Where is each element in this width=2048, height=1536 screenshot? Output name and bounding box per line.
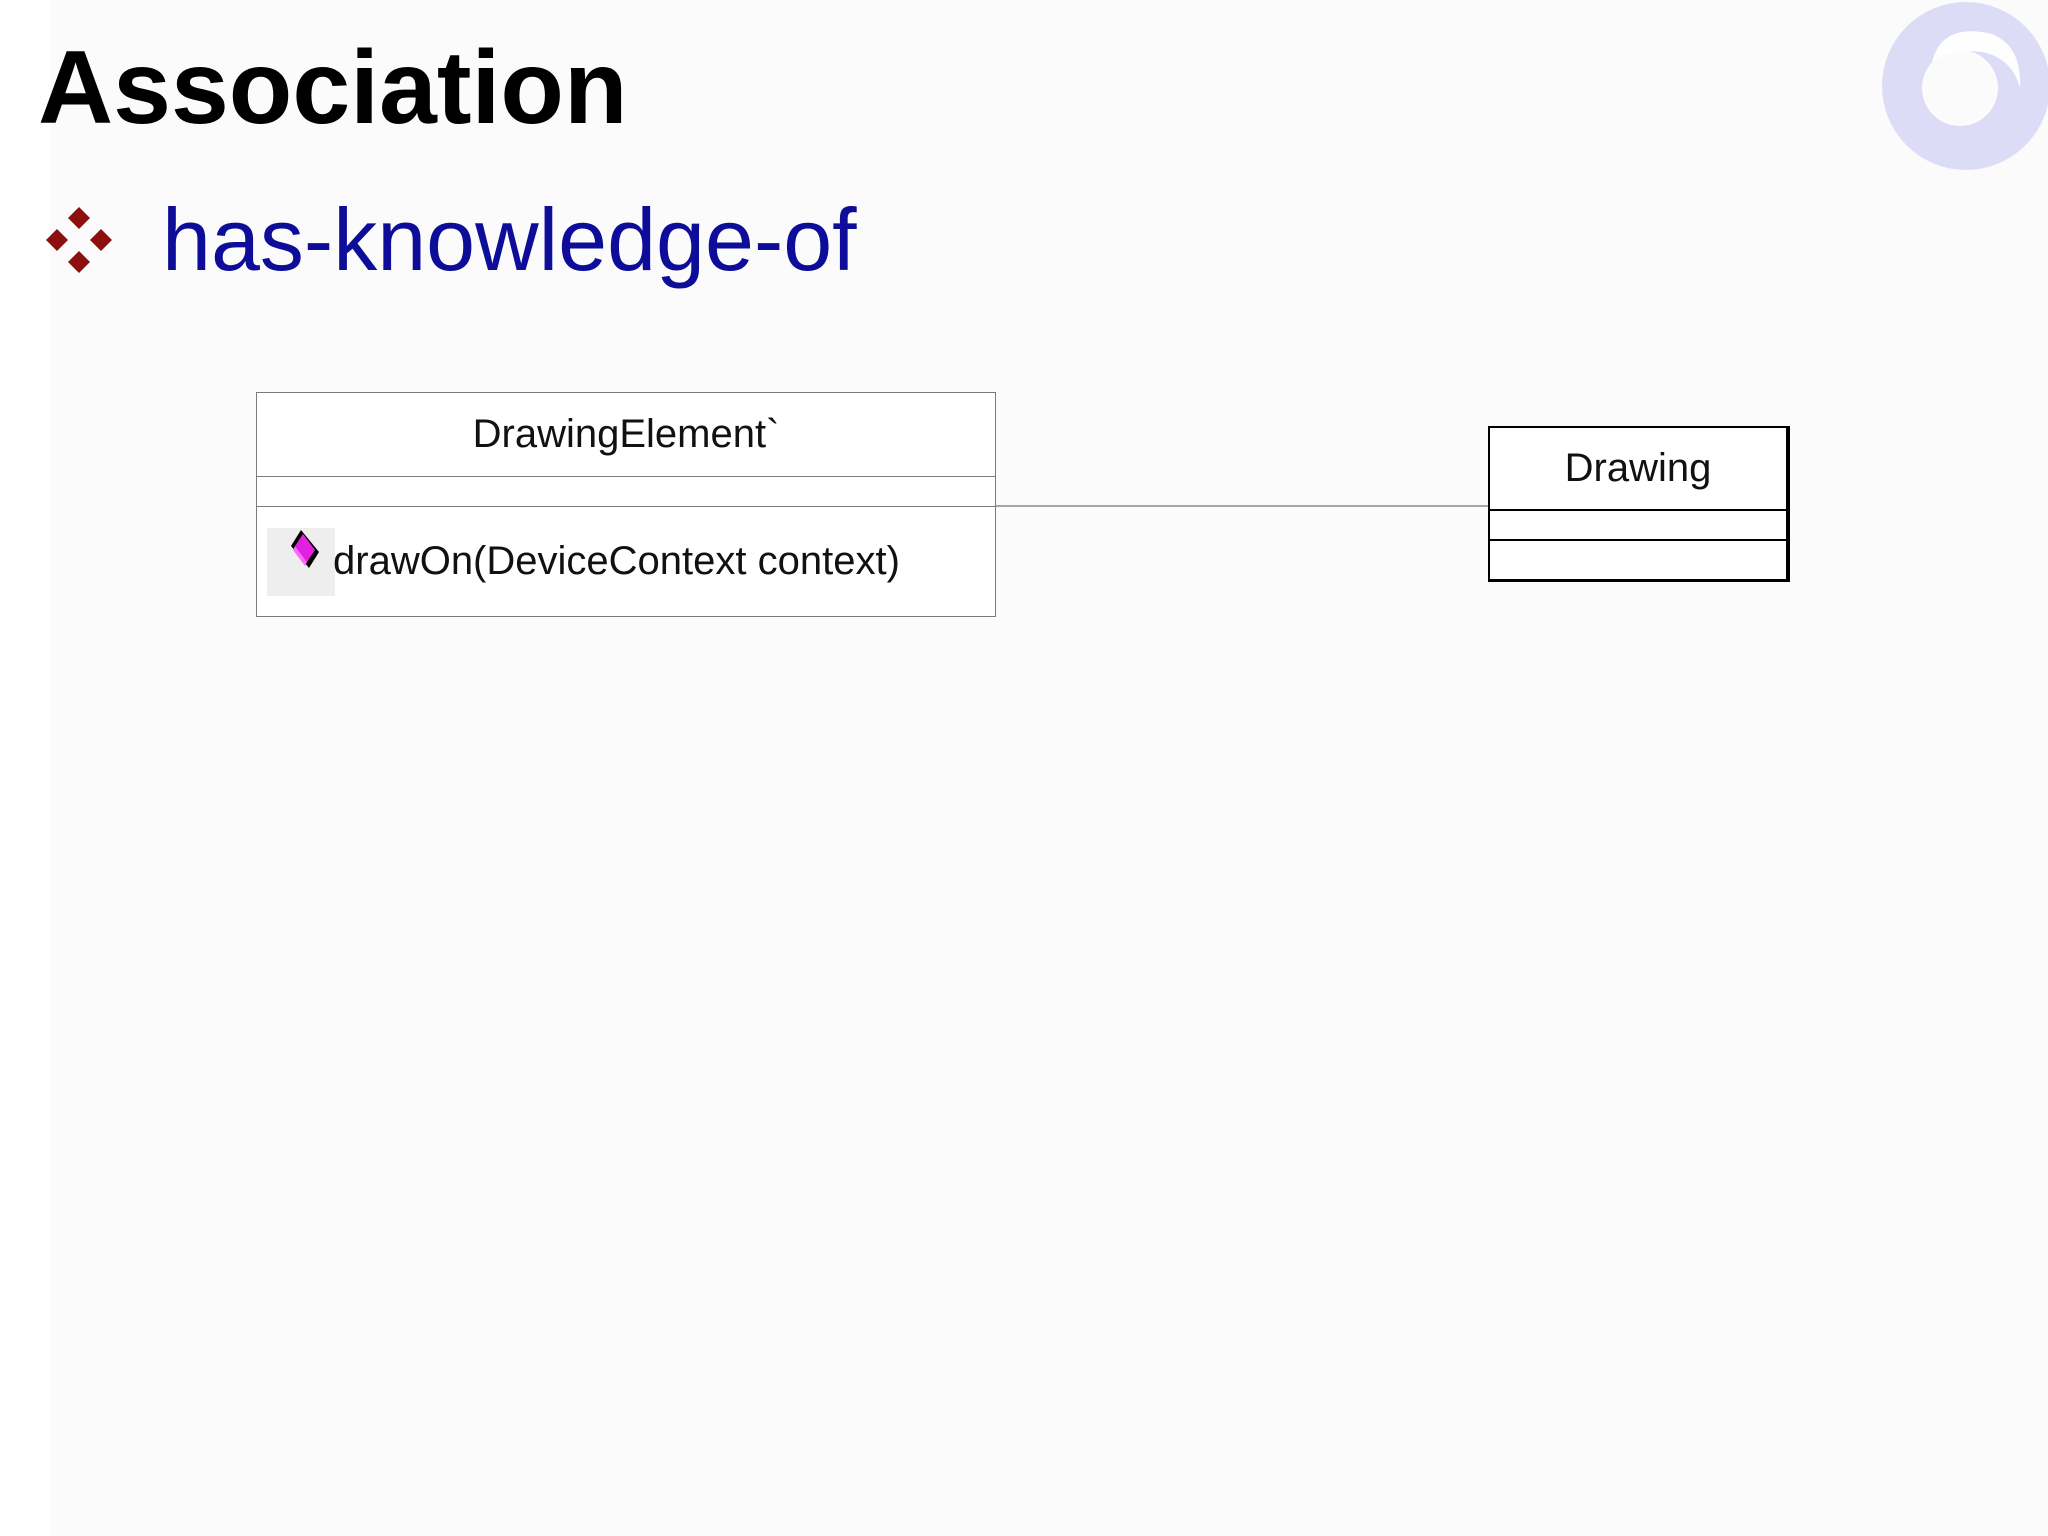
bullet-item: has-knowledge-of — [44, 190, 857, 290]
operation-icon — [267, 527, 335, 596]
operations-compartment — [1490, 541, 1786, 579]
class-name-compartment: DrawingElement` — [257, 393, 995, 477]
attributes-compartment — [257, 477, 995, 507]
slide-left-margin — [0, 0, 50, 1536]
attributes-compartment — [1490, 511, 1786, 541]
ring-logo-icon — [1882, 2, 2048, 170]
operation-signature: drawOn(DeviceContext context) — [333, 539, 900, 583]
slide-title: Association — [38, 30, 628, 146]
class-drawing[interactable]: Drawing — [1488, 426, 1790, 582]
operations-compartment: drawOn(DeviceContext context) — [257, 507, 995, 616]
four-diamond-bullet-icon — [46, 207, 112, 273]
class-drawing-element[interactable]: DrawingElement` drawOn(DeviceContext con… — [256, 392, 996, 617]
bullet-text: has-knowledge-of — [162, 190, 857, 289]
class-name: Drawing — [1564, 446, 1712, 490]
class-name-compartment: Drawing — [1490, 428, 1786, 511]
class-name: DrawingElement` — [472, 412, 780, 456]
